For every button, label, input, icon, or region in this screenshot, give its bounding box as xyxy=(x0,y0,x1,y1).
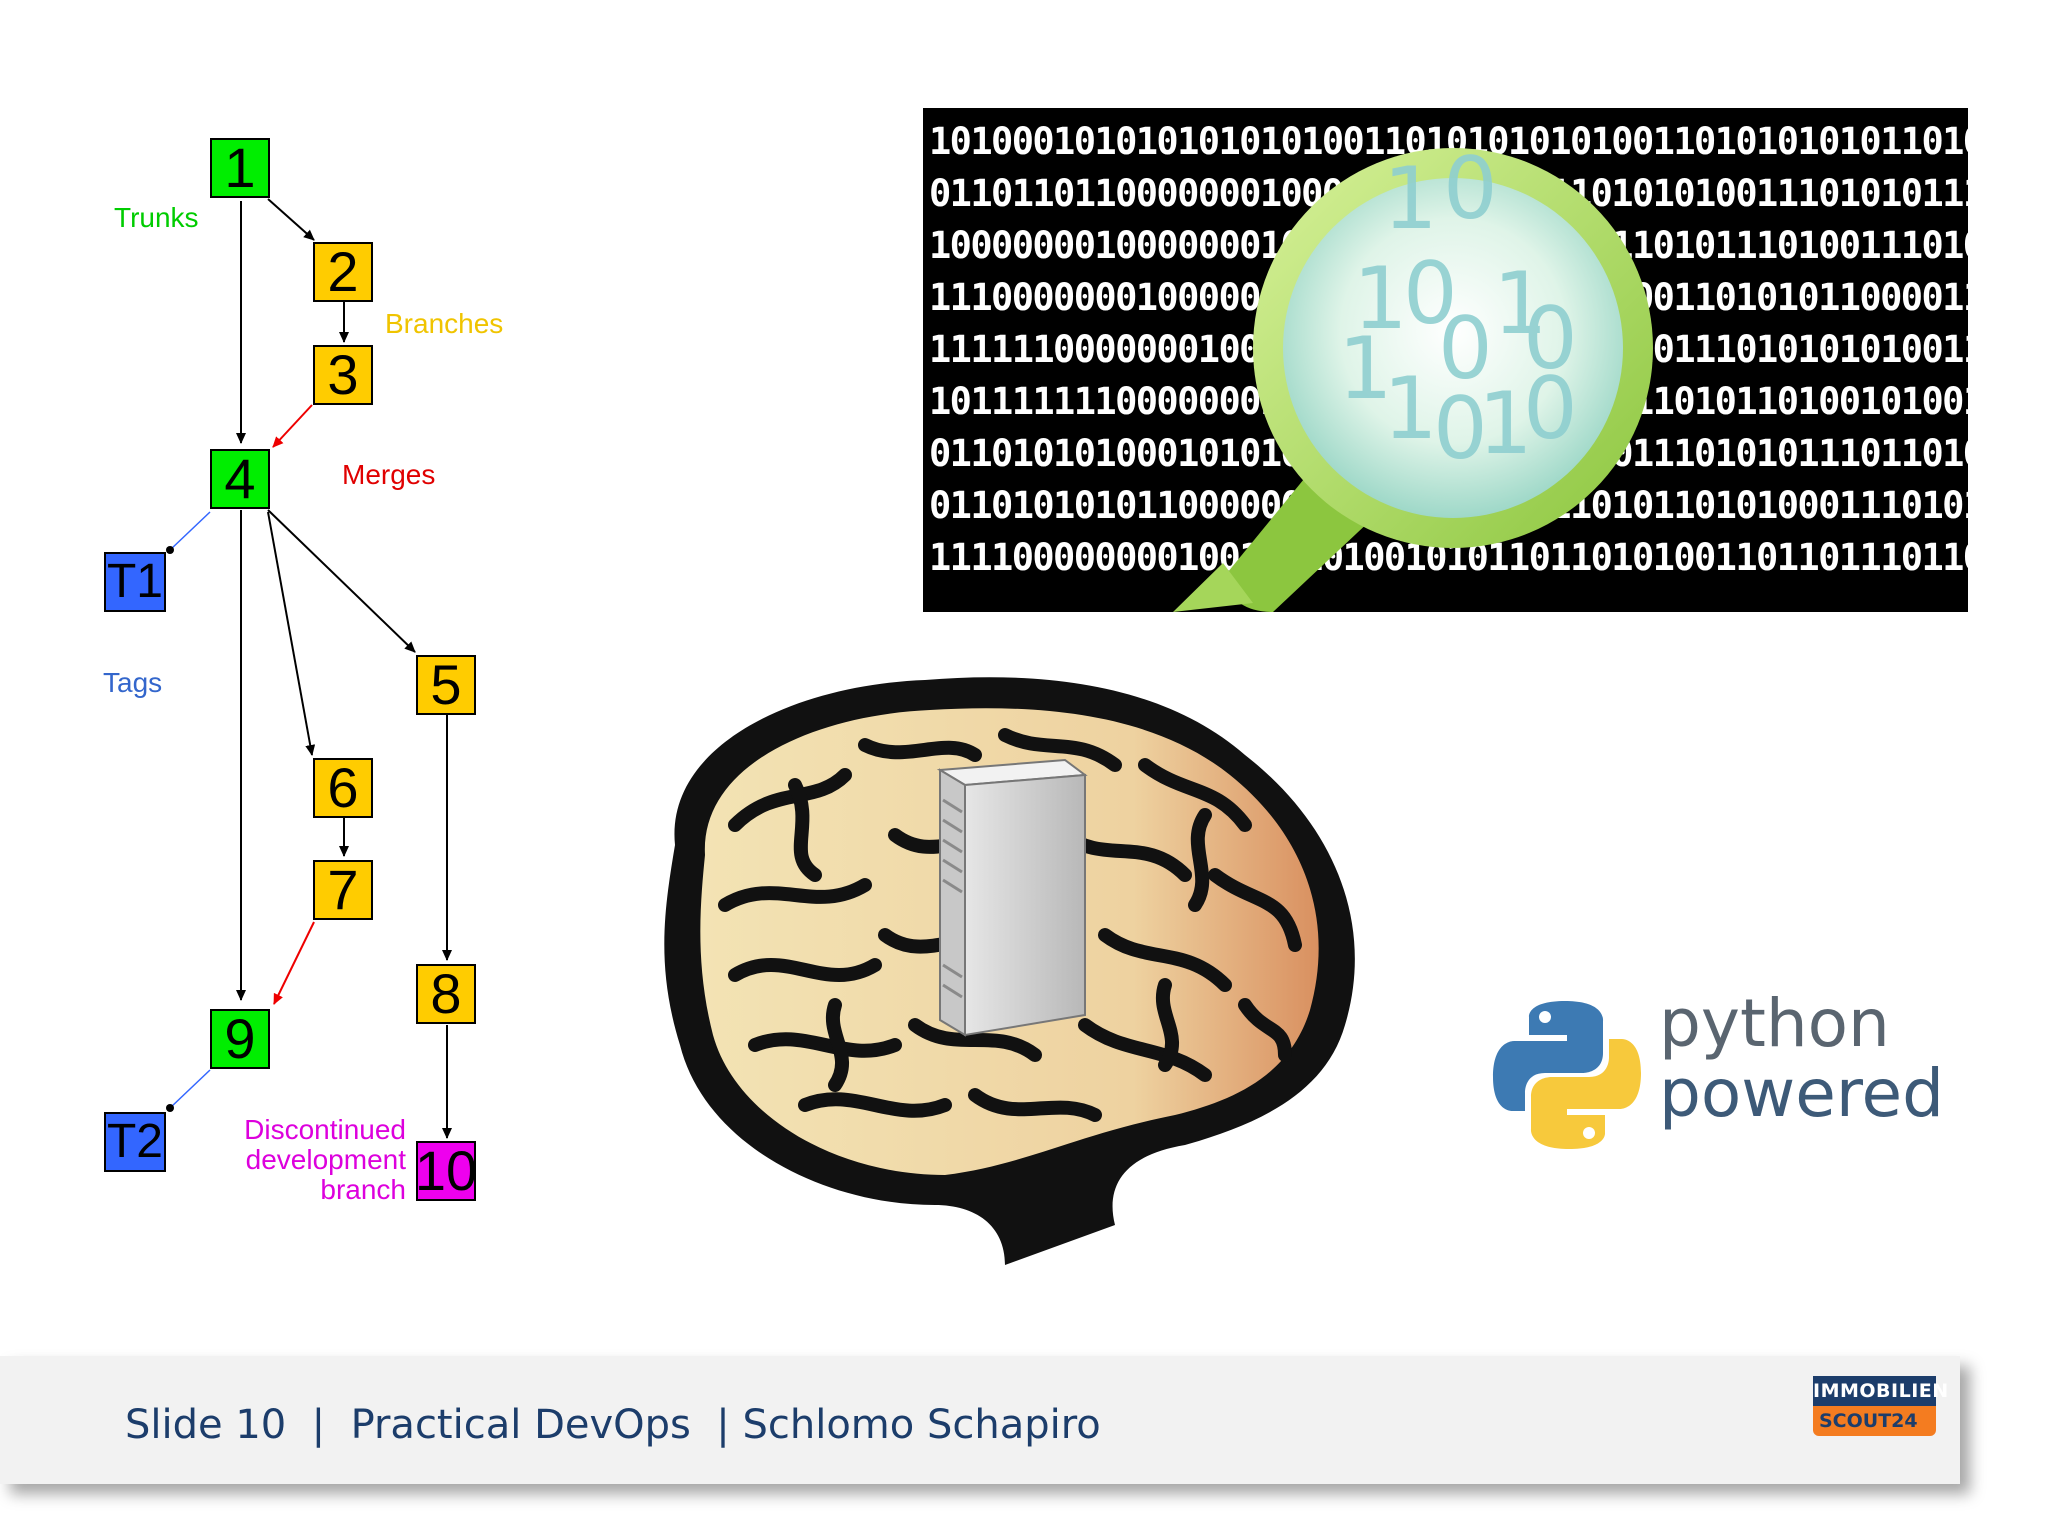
label-discontinued: Discontinued development branch xyxy=(244,1114,406,1205)
svg-text:1: 1 xyxy=(1353,249,1408,349)
immobilienscout24-logo: IMMOBILIEN SCOUT24 xyxy=(1813,1376,1948,1436)
svg-text:1: 1 xyxy=(1478,374,1533,474)
svg-text:1: 1 xyxy=(1383,359,1438,459)
node-7: 7 xyxy=(313,860,373,920)
tag-t1: T1 xyxy=(104,552,166,612)
svg-text:1: 1 xyxy=(1493,254,1548,354)
python-text: python xyxy=(1659,985,1890,1062)
node-3: 3 xyxy=(313,345,373,405)
node-4: 4 xyxy=(210,449,270,509)
binary-magnifier-image: 1010001010101010101001101010101010011010… xyxy=(923,108,1968,612)
node-2: 2 xyxy=(313,242,373,302)
label-tags: Tags xyxy=(103,667,163,698)
logo-line-1: IMMOBILIEN xyxy=(1813,1376,1948,1406)
footer-bar xyxy=(0,1356,1960,1484)
edge-3-4 xyxy=(272,404,313,448)
edge-4-5 xyxy=(267,509,416,653)
edge-1-2 xyxy=(267,198,315,241)
label-trunks: Trunks xyxy=(114,202,199,233)
svg-text:0: 0 xyxy=(1523,289,1578,389)
tag-link-t2 xyxy=(169,1069,211,1109)
lens-digits: 1 0 1 0 1 0 1 0 1 0 1 0 xyxy=(1338,139,1578,479)
node-6: 6 xyxy=(313,758,373,818)
node-5: 5 xyxy=(416,655,476,715)
node-9: 9 xyxy=(210,1009,270,1069)
python-powered-logo: python powered xyxy=(1487,985,1944,1165)
label-branches: Branches xyxy=(385,308,504,339)
label-merges: Merges xyxy=(342,459,436,490)
server-icon xyxy=(936,758,1088,1037)
node-10: 10 xyxy=(414,1139,478,1202)
edge-7-9 xyxy=(273,921,315,1005)
logo-line-2: SCOUT24 xyxy=(1813,1406,1936,1436)
svg-text:1: 1 xyxy=(1338,319,1393,419)
svg-text:0: 0 xyxy=(1443,139,1498,239)
svg-text:0: 0 xyxy=(1438,299,1493,399)
python-icon xyxy=(1493,1001,1641,1149)
edge-4-6 xyxy=(267,511,316,756)
brain-server-illustration xyxy=(664,677,1355,1265)
svg-text:0: 0 xyxy=(1523,359,1578,459)
tag-t2: T2 xyxy=(104,1112,166,1172)
svg-text:0: 0 xyxy=(1403,244,1458,344)
slide-footer-text: Slide 10 | Practical DevOps | Schlomo Sc… xyxy=(125,1402,1101,1448)
diagram-edges xyxy=(166,198,452,1139)
tag-link-t1 xyxy=(169,511,211,551)
svg-text:0: 0 xyxy=(1433,379,1488,479)
node-1: 1 xyxy=(210,138,270,198)
svg-text:1: 1 xyxy=(1383,149,1438,249)
node-8: 8 xyxy=(416,964,476,1024)
powered-text: powered xyxy=(1659,1055,1945,1132)
magnifier-icon: 1 0 1 0 1 0 1 0 1 0 1 0 xyxy=(1173,139,1653,612)
